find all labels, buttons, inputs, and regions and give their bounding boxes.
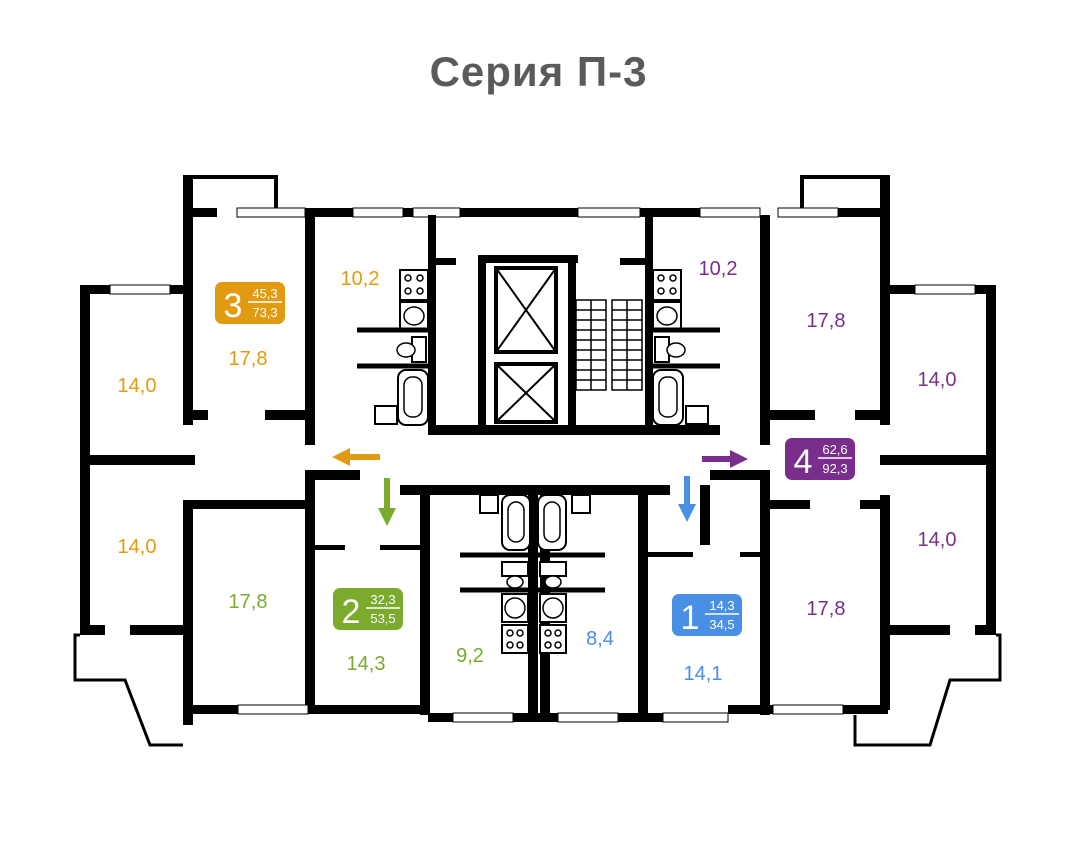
apt2-room-count: 2 xyxy=(342,593,361,631)
apt1-badge: 1 14,3 34,5 xyxy=(672,594,742,637)
apt3-living-area: 45,3 xyxy=(252,286,277,301)
apt2-room-b-area: 14,3 xyxy=(347,653,386,675)
apt4-badge: 4 62,6 92,3 xyxy=(785,438,855,481)
apt1-kitchen-area: 8,4 xyxy=(586,628,614,650)
apt2-entrance-arrow xyxy=(378,478,396,526)
apt3-badge: 3 45,3 73,3 xyxy=(215,282,285,325)
apt4-room-c-area: 14,0 xyxy=(918,529,957,551)
room-labels: 10,2 17,8 14,0 14,0 17,8 14,3 9,2 8,4 14… xyxy=(118,258,957,685)
apt3-room-a-area: 17,8 xyxy=(229,348,268,370)
apt3-kitchen-area: 10,2 xyxy=(341,268,380,290)
apt1-total-area: 34,5 xyxy=(709,617,734,632)
apt4-total-area: 92,3 xyxy=(822,461,847,476)
apt1-entrance-arrow xyxy=(678,476,696,522)
apt4-kitchen-area: 10,2 xyxy=(699,258,738,280)
apt3-room-c-area: 14,0 xyxy=(118,536,157,558)
apt2-room-a-area: 17,8 xyxy=(229,591,268,613)
apt2-kitchen-area: 9,2 xyxy=(456,645,484,667)
apt4-living-area: 62,6 xyxy=(822,442,847,457)
entrance-arrows xyxy=(332,448,748,526)
apt3-room-count: 3 xyxy=(224,287,243,325)
apt4-entrance-arrow xyxy=(702,450,748,468)
apt2-living-area: 32,3 xyxy=(370,592,395,607)
apt3-total-area: 73,3 xyxy=(252,305,277,320)
fixtures xyxy=(357,269,720,654)
apt2-total-area: 53,5 xyxy=(370,611,395,626)
apt3-room-b-area: 14,0 xyxy=(118,375,157,397)
walls xyxy=(73,175,1002,747)
apt3-entrance-arrow xyxy=(332,448,380,466)
apt4-room-a-area: 17,8 xyxy=(807,310,846,332)
page-title: Серия П-3 xyxy=(429,48,648,95)
apt1-room-count: 1 xyxy=(681,599,700,637)
apt4-room-b-area: 14,0 xyxy=(918,369,957,391)
apt1-room-area: 14,1 xyxy=(684,663,723,685)
apt4-room-d-area: 17,8 xyxy=(807,598,846,620)
apt4-room-count: 4 xyxy=(794,443,813,481)
apt1-living-area: 14,3 xyxy=(709,598,734,613)
apt2-badge: 2 32,3 53,5 xyxy=(333,588,403,631)
